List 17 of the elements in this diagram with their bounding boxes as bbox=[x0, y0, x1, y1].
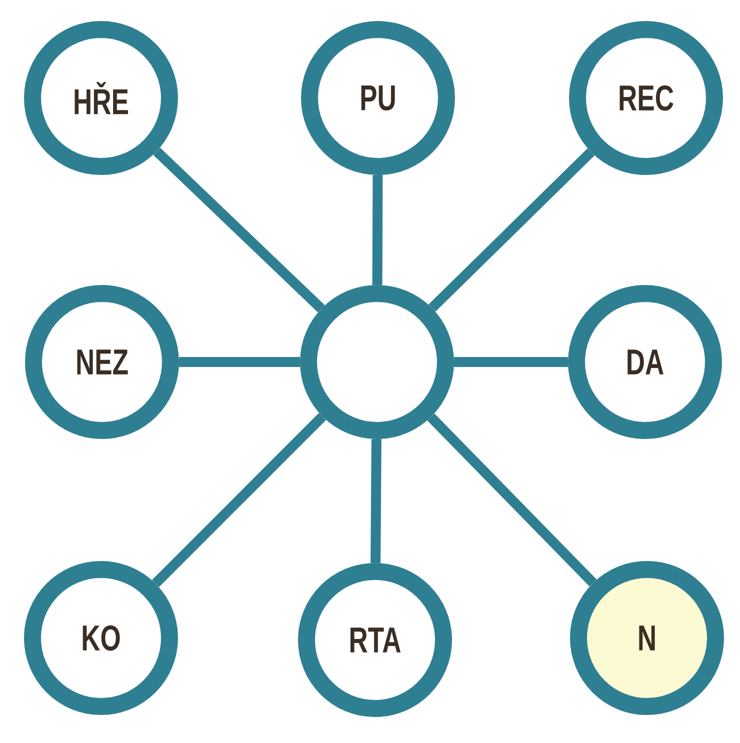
circle-node: HŘE bbox=[24, 21, 178, 175]
circle-node: PU bbox=[301, 21, 455, 175]
circle-node: KO bbox=[24, 561, 178, 715]
circle-node: N bbox=[570, 561, 724, 715]
connector-line bbox=[370, 438, 382, 564]
connector-line bbox=[153, 148, 325, 312]
connector-line bbox=[454, 357, 568, 367]
circle-node: RTA bbox=[298, 563, 452, 717]
connector-line bbox=[427, 414, 597, 586]
hub-circle bbox=[300, 285, 454, 439]
connector-line bbox=[372, 174, 383, 286]
connector-line bbox=[152, 412, 326, 588]
circle-node: NEZ bbox=[25, 285, 179, 439]
circle-node: DA bbox=[568, 285, 722, 439]
circle-node: REC bbox=[569, 21, 723, 175]
connector-line bbox=[179, 357, 300, 367]
connector-line bbox=[428, 148, 595, 312]
